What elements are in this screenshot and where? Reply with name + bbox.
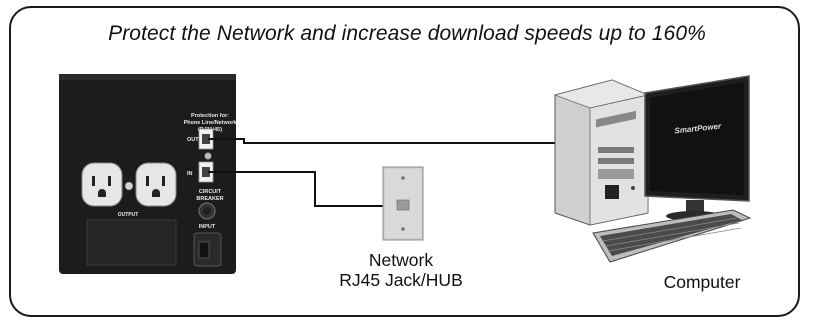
- ups-panel: [86, 219, 177, 266]
- ups-in-label: IN: [187, 171, 193, 177]
- ups-protection-line1: Protection for:: [191, 113, 229, 119]
- network-jack-label-line2: RJ45 Jack/HUB: [339, 270, 463, 290]
- computer-monitor: SmartPower: [644, 75, 750, 221]
- ups-protection-line2: Phone Line/Network: [184, 120, 238, 126]
- ac-outlet-right: [135, 162, 177, 207]
- ac-outlet-left: [81, 162, 123, 207]
- computer-tower: [553, 79, 650, 226]
- ups-unit: Protection for: Phone Line/Network (RJ11…: [59, 74, 237, 274]
- wall-jack: [382, 166, 424, 241]
- ups-breaker-line1: CIRCUIT: [199, 189, 222, 195]
- rj45-port: [396, 199, 410, 211]
- computer-label: Computer: [663, 272, 741, 292]
- ups-outlet-label: OUTPUT: [118, 212, 139, 218]
- ups-breaker-line2: BREAKER: [196, 196, 223, 202]
- network-jack-label: Network RJ45 Jack/HUB: [318, 250, 484, 290]
- cable-in-to-wall-jack: [208, 171, 404, 207]
- computer-keyboard: [592, 209, 752, 263]
- ups-input-label: INPUT: [199, 224, 216, 230]
- headline: Protect the Network and increase downloa…: [108, 22, 706, 45]
- cable-out-to-computer: [208, 138, 555, 144]
- network-jack-label-line1: Network: [368, 250, 434, 270]
- ups-out-label: OUT: [187, 137, 199, 143]
- outlet-screw: [124, 181, 134, 191]
